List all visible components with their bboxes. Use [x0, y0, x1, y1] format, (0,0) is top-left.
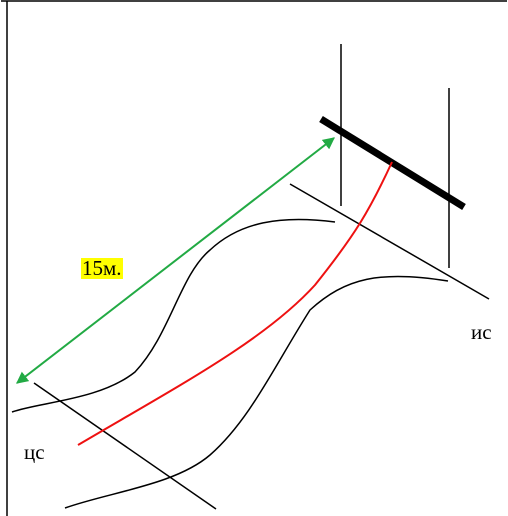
is-label: ис — [471, 320, 492, 344]
distance-arrow — [16, 137, 335, 384]
cs-label: цс — [24, 440, 45, 464]
distance-label: 15м. — [81, 256, 123, 280]
start-reference-line — [33, 382, 217, 510]
lower-boundary-curve — [64, 275, 449, 509]
trajectory-line — [77, 161, 393, 446]
upper-boundary-curve — [11, 218, 336, 413]
